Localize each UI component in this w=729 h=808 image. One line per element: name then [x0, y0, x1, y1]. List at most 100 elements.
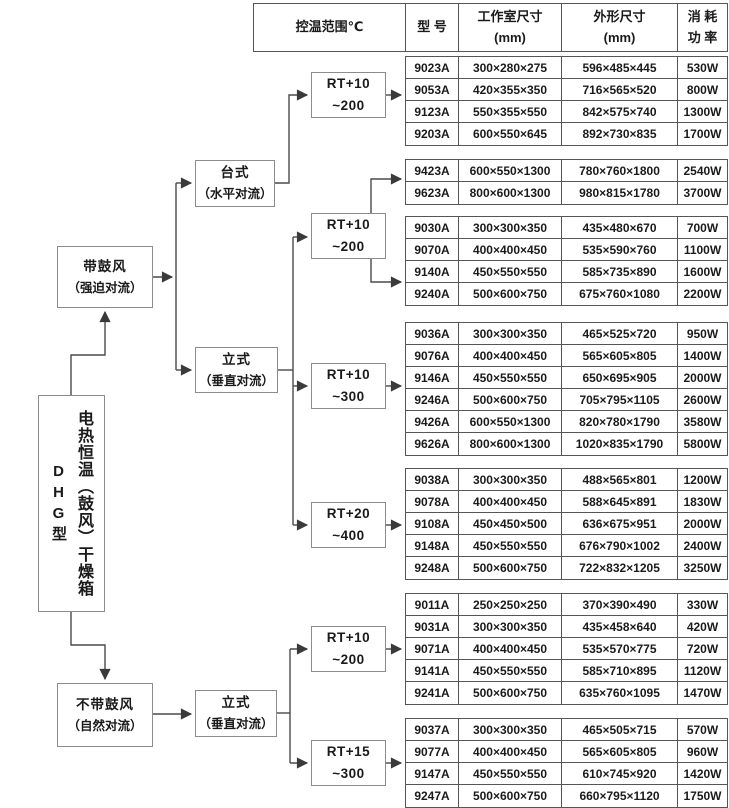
power-cell: 2000W	[683, 516, 722, 531]
node-forced-convection: 带鼓风 （强迫对流）	[57, 246, 153, 308]
header-overall-unit: (mm)	[603, 29, 636, 45]
node-range-rt20-400: RT+20 ~400	[311, 502, 386, 548]
power-cell: 1400W	[683, 348, 722, 363]
power-cell: 3580W	[683, 414, 722, 429]
power-cell: 1750W	[683, 789, 722, 803]
overall-size-cell: 705×795×1105	[562, 389, 678, 410]
node-range-rt10-200b: RT+10 ~200	[311, 213, 386, 259]
model-cell: 9070A	[406, 239, 459, 260]
chamber-size-cell: 300×300×350	[459, 616, 562, 637]
chamber-size-cell: 420×355×350	[459, 79, 562, 100]
power-cell: 1100W	[683, 242, 722, 257]
header-chamber-label: 工作室尺寸	[477, 9, 543, 25]
overall-size-cell: 596×485×445	[562, 57, 678, 78]
model-cell: 9038A	[406, 469, 459, 490]
overall-size-cell: 780×760×1800	[562, 160, 678, 181]
overall-size-cell: 716×565×520	[562, 79, 678, 100]
range-line1: RT+10	[326, 216, 371, 232]
chamber-size-cell: 250×250×250	[459, 594, 562, 615]
overall-size-cell: 660×795×1120	[562, 785, 678, 807]
overall-size-cell: 465×505×715	[562, 719, 678, 740]
power-cell: 1200W	[683, 472, 722, 487]
connector-desktop-to-range1	[275, 89, 309, 184]
connector-range2-to-table3	[370, 259, 403, 288]
chamber-size-cell: 500×600×750	[459, 557, 562, 579]
model-cell: 9423A	[406, 160, 459, 181]
power-cell: 2600W	[683, 392, 722, 407]
model-cell: 9148A	[406, 535, 459, 556]
root-product-title: 电热恒温（鼓风）干燥箱 DHG型	[48, 400, 95, 607]
overall-size-cell: 1020×835×1790	[562, 433, 678, 455]
chamber-size-cell: 400×400×450	[459, 741, 562, 762]
power-cell: 2200W	[683, 287, 722, 301]
product-model-vertical: DHG型	[50, 462, 67, 545]
chamber-size-cell: 500×600×750	[459, 283, 562, 305]
power-cell: 700W	[686, 220, 719, 235]
overall-size-cell: 585×735×890	[562, 261, 678, 282]
node-desktop-horizontal: 台式 （水平对流）	[195, 160, 275, 207]
header-power-cell: 消 耗 功 率	[678, 4, 727, 51]
range-line1: RT+15	[326, 743, 371, 759]
power-cell: 800W	[686, 82, 719, 97]
node-range-rt10-200c: RT+10 ~200	[311, 626, 386, 672]
model-cell: 9036A	[406, 323, 459, 344]
model-cell: 9426A	[406, 411, 459, 432]
overall-size-cell: 650×695×905	[562, 367, 678, 388]
node-label: 不带鼓风	[76, 696, 134, 712]
model-cell: 9140A	[406, 261, 459, 282]
chamber-size-cell: 300×300×350	[459, 719, 562, 740]
overall-size-cell: 488×565×801	[562, 469, 678, 490]
overall-size-cell: 635×760×1095	[562, 682, 678, 704]
header-range-label: 控温范围℃	[295, 19, 364, 35]
model-cell: 9076A	[406, 345, 459, 366]
range-line2: ~200	[332, 652, 365, 667]
power-cell: 2000W	[683, 370, 722, 385]
power-cell: 5800W	[683, 437, 722, 451]
chamber-size-cell: 450×550×550	[459, 763, 562, 784]
power-cell: 1700W	[683, 127, 722, 141]
overall-size-cell: 675×760×1080	[562, 283, 678, 305]
range-line1: RT+10	[326, 75, 371, 91]
overall-size-cell: 820×780×1790	[562, 411, 678, 432]
overall-size-cell: 565×605×805	[562, 741, 678, 762]
chamber-size-cell: 450×550×550	[459, 261, 562, 282]
overall-size-cell: 585×710×895	[562, 660, 678, 681]
power-cell: 330W	[686, 597, 719, 612]
power-cell: 1600W	[683, 264, 722, 279]
range-line2: ~300	[332, 766, 365, 781]
overall-size-cell: 465×525×720	[562, 323, 678, 344]
node-natural-convection: 不带鼓风 （自然对流）	[57, 683, 153, 747]
header-power-label1: 消 耗	[687, 9, 718, 25]
chamber-size-cell: 600×550×1300	[459, 160, 562, 181]
model-cell: 9141A	[406, 660, 459, 681]
range-line2: ~200	[332, 98, 365, 113]
connector-root-to-forced	[70, 310, 111, 395]
model-cell: 9248A	[406, 557, 459, 579]
power-cell: 1420W	[683, 766, 722, 781]
power-cell: 2400W	[683, 538, 722, 553]
chamber-size-cell: 600×550×1300	[459, 411, 562, 432]
model-cell: 9023A	[406, 57, 459, 78]
model-cell: 9626A	[406, 433, 459, 455]
overall-size-cell: 435×458×640	[562, 616, 678, 637]
